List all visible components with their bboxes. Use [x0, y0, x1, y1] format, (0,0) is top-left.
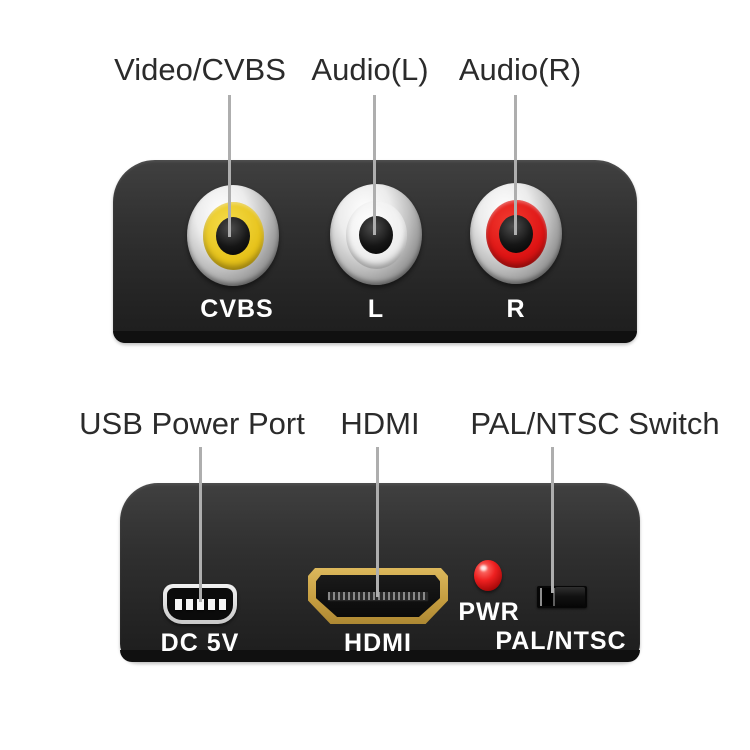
audio-left-jack-ring [345, 200, 407, 269]
audio-left-jack-icon [330, 184, 422, 285]
device-bottom-edge [120, 650, 640, 662]
dc5v-port-label: DC 5V [160, 629, 240, 657]
usb-pin [174, 598, 182, 610]
callout-line-audio-right [514, 95, 517, 235]
callout-hdmi: HDMI [340, 406, 420, 441]
callout-line-hdmi [376, 447, 379, 597]
usb-pin [207, 598, 215, 610]
callout-line-video [228, 95, 231, 237]
cvbs-video-jack-icon [187, 185, 279, 286]
cvbs-jack-ring [202, 201, 264, 270]
device-bottom-edge [113, 331, 637, 343]
power-led-icon [474, 560, 502, 591]
callout-line-switch [551, 447, 554, 593]
cvbs-jack-hole [216, 216, 250, 255]
audio-right-port-label: R [506, 295, 526, 323]
pal-ntsc-switch-icon [537, 586, 587, 608]
usb-pin [185, 598, 193, 610]
audio-left-jack-hole [359, 215, 393, 254]
pwr-led-label: PWR [458, 598, 520, 626]
hdmi-port-label: HDMI [344, 629, 412, 657]
callout-video-cvbs: Video/CVBS [114, 52, 286, 87]
switch-knob [555, 587, 585, 607]
callout-audio-left: Audio(L) [311, 52, 429, 87]
audio-left-port-label: L [367, 295, 385, 323]
usb-pin [196, 598, 204, 610]
usb-pin [218, 598, 226, 610]
pal-ntsc-switch-label: PAL/NTSC [495, 627, 627, 655]
mini-usb-cavity [167, 588, 233, 620]
callout-usb-power-port: USB Power Port [79, 406, 305, 441]
cvbs-port-label: CVBS [200, 295, 274, 323]
callout-line-audio-left [373, 95, 376, 235]
callout-pal-ntsc-switch: PAL/NTSC Switch [470, 406, 720, 441]
callout-line-usb [199, 447, 202, 602]
mini-usb-port-icon [163, 584, 237, 624]
callout-audio-right: Audio(R) [458, 52, 582, 87]
